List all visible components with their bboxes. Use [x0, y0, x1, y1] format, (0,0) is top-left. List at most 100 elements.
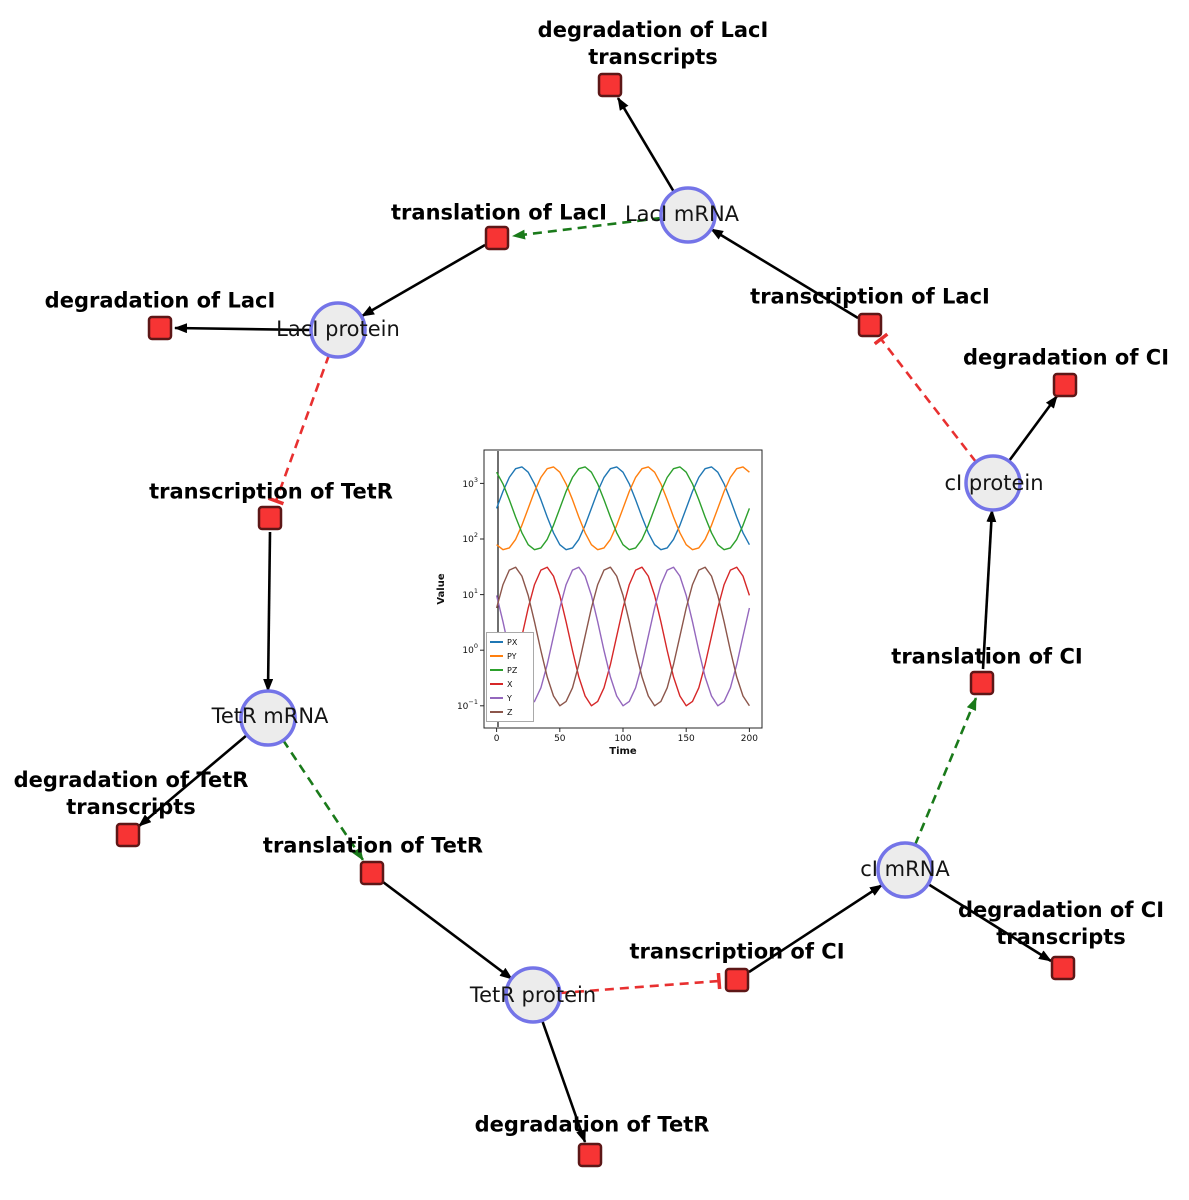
- legend-entry: PZ: [490, 663, 530, 677]
- legend-line-swatch: [490, 711, 503, 713]
- legend-entry: X: [490, 677, 530, 691]
- series-line-PZ: [495, 466, 751, 551]
- edge-transcription-laci-to-mrna: [710, 227, 859, 320]
- edge-transcription-tetr-to-mrna: [263, 531, 274, 692]
- legend-line-swatch: [490, 683, 503, 685]
- y-tick-label: 100: [462, 642, 478, 656]
- reaction-label-deg-laci: degradation of LacI: [44, 288, 276, 313]
- y-tick-label: 10−1: [457, 698, 478, 712]
- legend-label: PZ: [507, 665, 518, 675]
- reaction-label-line: transcripts: [996, 925, 1126, 949]
- edge-translation-laci-to-protein: [361, 243, 486, 318]
- plot-svg: 0 50 100 150 200 10−1 100 101 102 103 Ti…: [436, 449, 763, 757]
- reaction-label-translation-ci: translation of CI: [891, 644, 1083, 669]
- x-tick-label: 150: [678, 734, 695, 744]
- legend-label: PY: [507, 651, 517, 661]
- edge-tetr-protein-to-degradation: [540, 1019, 587, 1143]
- species-node-laci-mrna[interactable]: [659, 186, 717, 244]
- reaction-label-line: degradation of LacI: [537, 18, 769, 43]
- reaction-label-line: transcripts: [588, 45, 718, 69]
- y-tick-label: 101: [462, 587, 478, 601]
- reaction-label-translation-tetr: translation of TetR: [262, 833, 484, 858]
- reaction-node-transcription-tetr[interactable]: [257, 505, 283, 531]
- legend-entry: PY: [490, 649, 530, 663]
- series-line-PY: [496, 466, 750, 551]
- reaction-node-translation-tetr[interactable]: [359, 860, 385, 886]
- edge-translation-tetr-to-protein: [382, 880, 513, 981]
- edge-laci-mrna-to-deg-transcripts: [616, 97, 676, 193]
- legend-line-swatch: [490, 641, 503, 643]
- legend-entry: Y: [490, 691, 530, 705]
- reaction-node-deg-ci-transcripts[interactable]: [1050, 955, 1076, 981]
- x-axis-label: Time: [609, 746, 637, 757]
- reaction-label-deg-laci-transcripts: degradation of LacI transcripts: [538, 17, 769, 71]
- legend-label: X: [507, 679, 513, 689]
- species-label-tetr-mrna: TetR mRNA: [211, 704, 329, 728]
- plot-legend: PX PY PZ X Y Z: [486, 632, 534, 722]
- reaction-node-transcription-laci[interactable]: [857, 312, 883, 338]
- reaction-label-deg-tetr-transcripts: degradation of TetR transcripts: [14, 767, 249, 821]
- reaction-node-deg-tetr[interactable]: [577, 1142, 603, 1168]
- edge-ci-mrna-to-deg-transcripts: [927, 882, 1052, 963]
- x-tick-label: 100: [614, 734, 631, 744]
- legend-entry: PX: [490, 635, 530, 649]
- simulation-plot: 0 50 100 150 200 10−1 100 101 102 103 Ti…: [432, 442, 768, 758]
- reaction-label-deg-ci: degradation of CI: [962, 345, 1170, 370]
- edge-ci-mrna-modifier-translation: [913, 697, 978, 846]
- species-node-tetr-protein[interactable]: [504, 966, 562, 1024]
- series-line-X: [496, 566, 751, 707]
- species-label-laci-protein: LacI protein: [276, 317, 400, 341]
- edge-tetr-protein-inhibits-transcription-ci: [559, 972, 722, 995]
- reaction-node-deg-ci[interactable]: [1052, 372, 1078, 398]
- legend-line-swatch: [490, 697, 503, 699]
- species-node-ci-protein[interactable]: [964, 454, 1022, 512]
- reaction-label-line: degradation of TetR: [13, 768, 249, 793]
- edge-translation-ci-to-protein: [981, 509, 997, 670]
- series-line-Z: [495, 566, 750, 707]
- species-label-ci-protein: cI protein: [944, 471, 1044, 495]
- reaction-label-line: transcripts: [66, 795, 196, 819]
- x-tick-label: 50: [554, 734, 566, 744]
- x-tick-label: 0: [494, 734, 500, 744]
- legend-label: PX: [507, 637, 518, 647]
- legend-label: Z: [507, 707, 513, 717]
- reaction-node-translation-ci[interactable]: [969, 670, 995, 696]
- reaction-node-deg-laci-transcripts[interactable]: [597, 72, 623, 98]
- series-curves: [495, 466, 751, 707]
- reaction-label-transcription-tetr: transcription of TetR: [149, 479, 393, 504]
- species-label-laci-mrna: LacI mRNA: [624, 202, 740, 226]
- edge-tetr-mrna-to-deg-transcripts: [138, 734, 248, 827]
- reaction-label-transcription-laci: transcription of LacI: [750, 284, 990, 309]
- y-tick-label: 103: [462, 476, 478, 490]
- reaction-node-deg-tetr-transcripts[interactable]: [115, 822, 141, 848]
- series-line-Y: [495, 566, 751, 707]
- legend-line-swatch: [490, 669, 503, 671]
- edge-ci-protein-inhibits-transcription-laci: [873, 332, 978, 463]
- species-node-tetr-mrna[interactable]: [239, 689, 297, 747]
- species-node-ci-mrna[interactable]: [876, 841, 934, 899]
- reaction-label-deg-tetr: degradation of TetR: [474, 1112, 710, 1137]
- edge-transcription-ci-to-mrna: [748, 883, 883, 974]
- reaction-label-translation-laci: translation of LacI: [391, 200, 607, 225]
- reaction-label-line: degradation of CI: [957, 898, 1165, 923]
- species-label-ci-mrna: cI mRNA: [860, 857, 950, 881]
- reaction-label-deg-ci-transcripts: degradation of CI transcripts: [958, 897, 1164, 951]
- species-node-laci-protein[interactable]: [309, 301, 367, 359]
- series-line-PX: [495, 466, 751, 551]
- edge-laci-protein-inhibits-transcription-tetr: [267, 354, 331, 506]
- legend-label: Y: [507, 693, 512, 703]
- legend-entry: Z: [490, 705, 530, 719]
- reaction-label-transcription-ci: transcription of CI: [629, 939, 845, 964]
- reaction-node-translation-laci[interactable]: [484, 225, 510, 251]
- edge-tetr-mrna-modifier-translation: [281, 739, 365, 861]
- reaction-node-deg-laci[interactable]: [147, 315, 173, 341]
- edge-ci-protein-to-degradation: [1007, 395, 1059, 462]
- legend-line-swatch: [490, 655, 503, 657]
- x-tick-label: 200: [741, 734, 758, 744]
- reaction-node-transcription-ci[interactable]: [724, 967, 750, 993]
- edge-laci-mrna-modifier-translation: [512, 216, 662, 240]
- y-tick-label: 102: [462, 531, 478, 545]
- y-axis-label: Value: [436, 573, 447, 604]
